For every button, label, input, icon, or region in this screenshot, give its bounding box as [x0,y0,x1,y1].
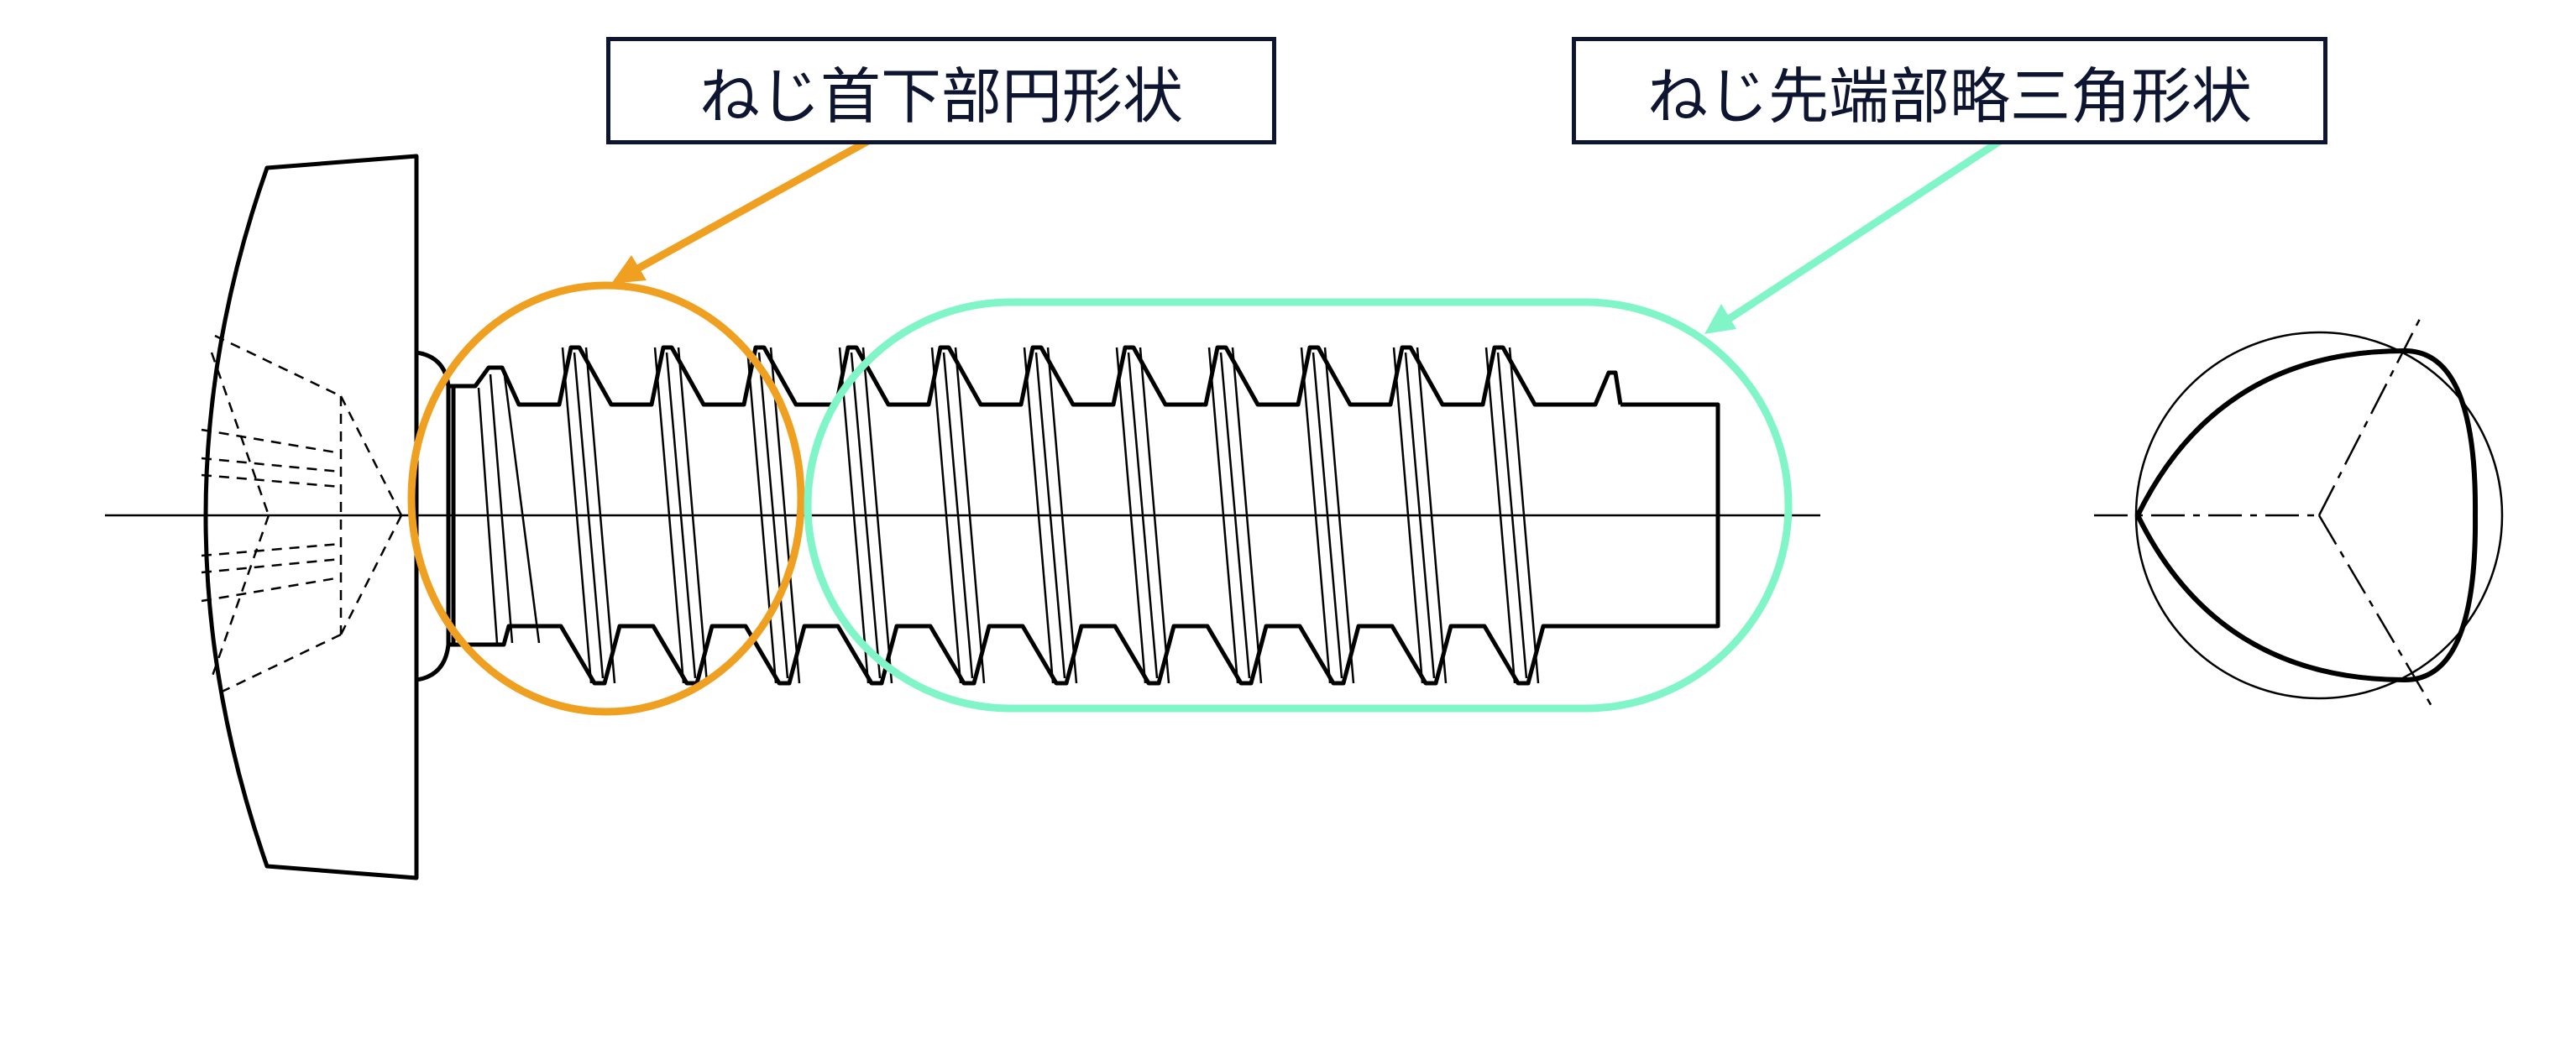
thread-flank-line [861,347,893,684]
thread-flank-line [573,352,605,679]
thread-flank-line [1231,347,1263,684]
thread-flank-line [1508,347,1540,684]
neck-arrow [611,138,871,284]
thread-flank-line [1484,347,1516,684]
thread-flank-line [850,352,882,679]
thread-flank-line [942,352,974,679]
thread-flank-line [561,347,593,684]
tip-highlight-frame [804,298,1793,713]
thread-bottom-profile [453,624,1686,686]
thread-flank-line [1300,347,1332,684]
thread-flanks [477,347,1540,684]
thread-flank-line [757,352,789,679]
thread-flank-line [1023,347,1055,684]
thread-flank-line [1496,352,1528,679]
thread-flank-line [665,352,697,679]
thread-flank-line [954,347,986,684]
screw-head [203,154,451,880]
thread-flank-line [677,347,709,684]
thread-flank-line [1323,347,1355,684]
thread-flank-line [746,347,778,684]
neck-shape-label-text: ねじ首下部円形状 [699,60,1183,132]
neck-highlight-circle [407,281,805,716]
thread-flank-line [1404,352,1436,679]
thread-flank-line [653,347,685,684]
thread-flank-line [1392,347,1424,684]
thread-flank-line [477,387,499,644]
thread-flank-line [769,347,801,684]
end-view [2094,315,2504,713]
thread-flank-line [502,368,541,644]
thread-flank-line [1115,347,1147,684]
tip-shape-label-text: ねじ先端部略三角形状 [1647,60,2252,132]
thread-flank-line [584,347,616,684]
tip-shape-label: ねじ先端部略三角形状 [1572,37,2327,144]
thread-flank-line [1219,352,1251,679]
thread-flank-line [1207,347,1239,684]
thread-flank-line [489,374,514,644]
threaded-shank [448,345,1720,686]
thread-flank-line [1312,352,1343,679]
thread-top-profile [453,345,1623,407]
tip-arrow [1704,138,2003,334]
thread-flank-line [1416,347,1448,684]
thread-flank-line [1127,352,1159,679]
thread-flank-line [930,347,962,684]
recess-hidden-lines [201,334,403,697]
thread-flank-line [1034,352,1066,679]
thread-flank-line [1046,347,1078,684]
thread-flank-line [838,347,870,684]
thread-flank-line [1139,347,1170,684]
neck-shape-label: ねじ首下部円形状 [606,37,1276,144]
